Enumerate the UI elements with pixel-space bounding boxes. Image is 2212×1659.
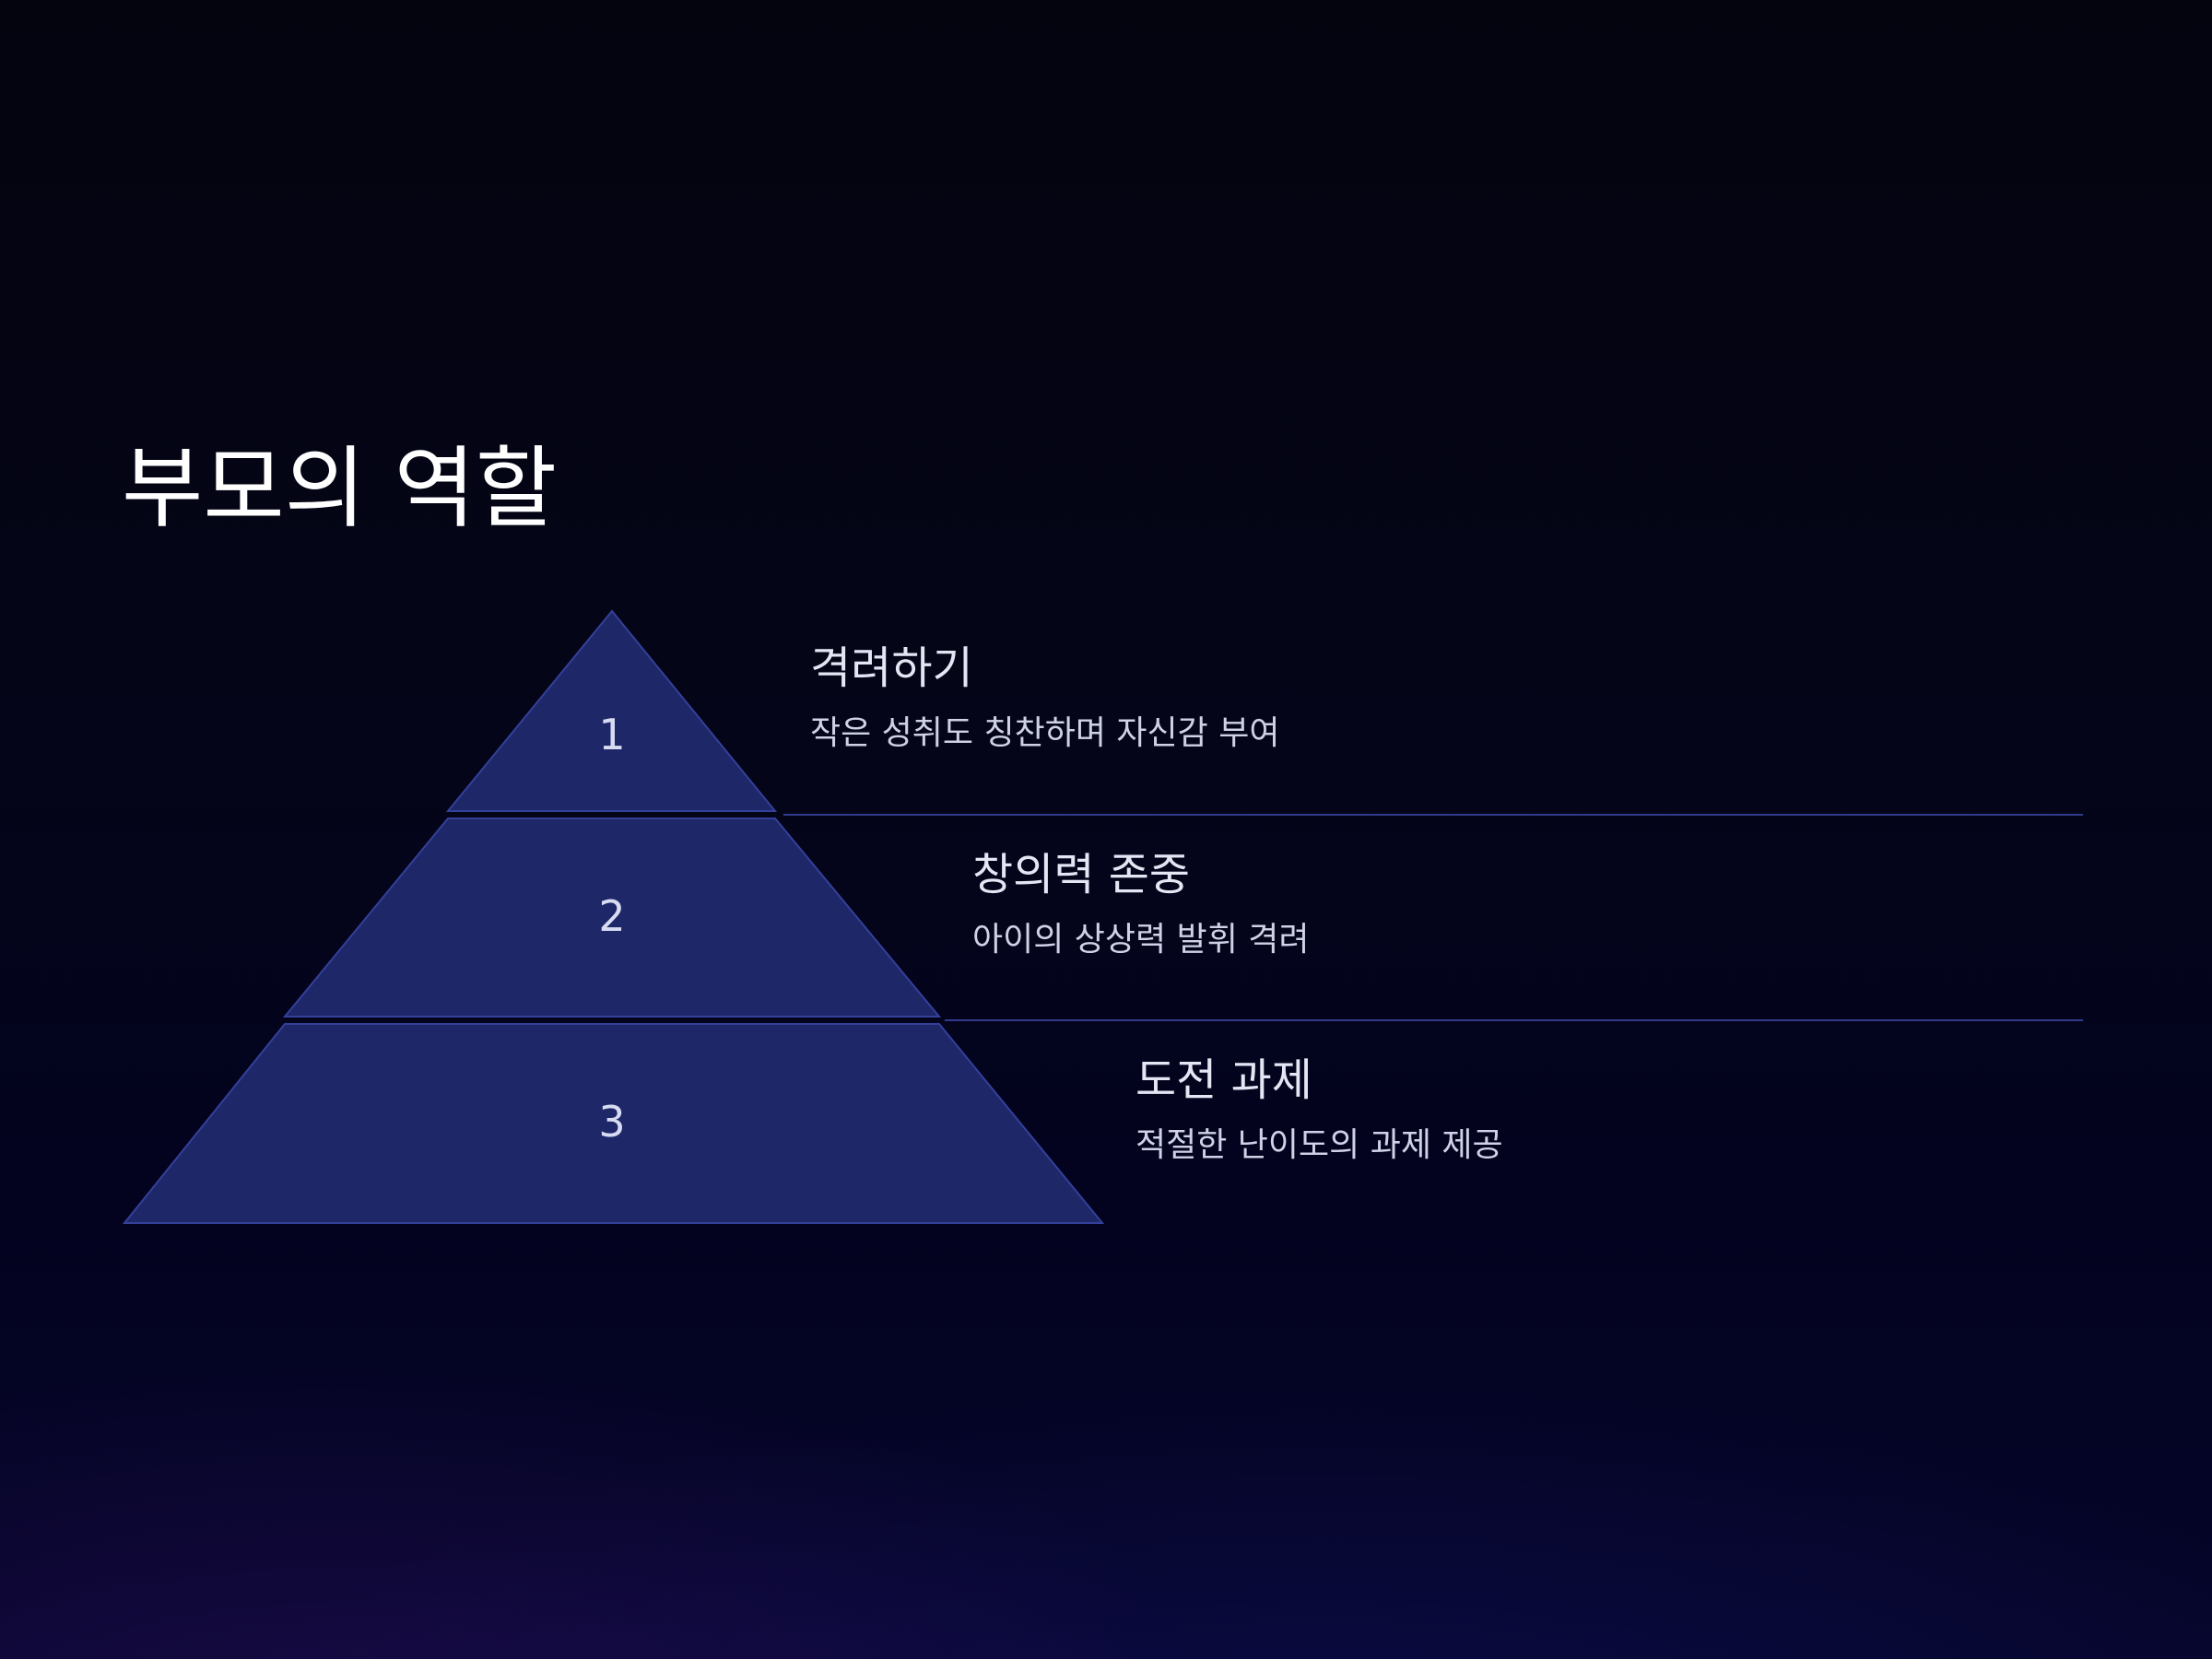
tier-3-heading: 도전 과제 <box>1135 1054 1312 1106</box>
tier-1-text: 격려하기 작은 성취도 칭찬하며 자신감 부여 <box>810 641 1279 755</box>
pyramid-tier-2 <box>282 818 942 1018</box>
tier-2-heading: 창의력 존중 <box>972 849 1191 900</box>
tier-1-description: 작은 성취도 칭찬하며 자신감 부여 <box>810 714 1280 752</box>
tier-3-text: 도전 과제 적절한 난이도의 과제 제공 <box>1135 1053 1503 1167</box>
tier-3-description: 적절한 난이도의 과제 제공 <box>1135 1126 1503 1164</box>
tier-1-heading: 격려하기 <box>810 642 973 694</box>
pyramid-tier-3 <box>122 1023 1105 1224</box>
tier-2-number: 2 <box>598 891 625 941</box>
tier-3-number: 3 <box>598 1097 625 1147</box>
page-title: 부모의 역할 <box>122 437 558 540</box>
tier-1-number: 1 <box>598 710 625 759</box>
tier-2-text: 창의력 존중 아이의 상상력 발휘 격려 <box>972 847 1310 961</box>
tier-2-description: 아이의 상상력 발휘 격려 <box>972 921 1310 959</box>
pyramid-tier-1 <box>445 609 778 812</box>
